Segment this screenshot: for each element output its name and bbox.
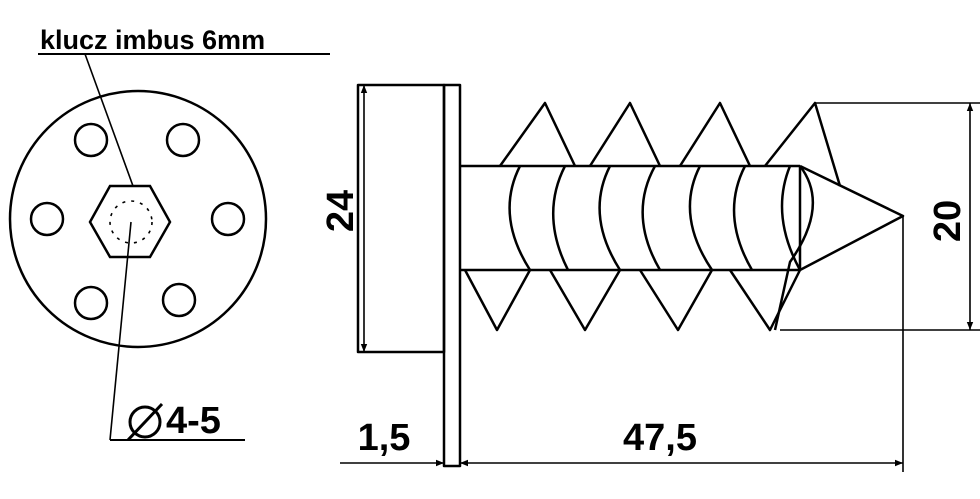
flange [442, 83, 462, 468]
front-view [8, 53, 330, 441]
center-hole-icon [109, 200, 153, 244]
dim-body-length-label: 47,5 [623, 417, 697, 459]
screw-head [356, 83, 446, 354]
thread-helix [508, 165, 802, 271]
vent-hole [73, 285, 109, 321]
dim-head-height-label: 24 [320, 190, 362, 232]
hex-socket [88, 184, 172, 259]
vent-hole [165, 122, 201, 158]
vent-hole [29, 201, 65, 237]
diameter-symbol-icon [126, 402, 164, 442]
vent-hole [210, 201, 246, 237]
dim-flange-thickness-label: 1,5 [358, 417, 411, 459]
side-view [356, 83, 905, 468]
leader-line [84, 53, 134, 187]
hole-diameter-value: 4-5 [166, 400, 221, 442]
leader-line [109, 221, 132, 441]
vent-hole [73, 122, 109, 158]
thread-crests-bottom [463, 269, 802, 332]
tip-thread [773, 165, 815, 331]
dim-thread-diameter-label: 20 [927, 200, 969, 242]
head-disk [8, 89, 268, 349]
hex-key-label: klucz imbus 6mm [40, 25, 265, 55]
tip-cone [799, 164, 905, 272]
thread-crests-top [498, 101, 842, 187]
vent-hole [161, 282, 197, 318]
dimension-lines [340, 85, 980, 472]
